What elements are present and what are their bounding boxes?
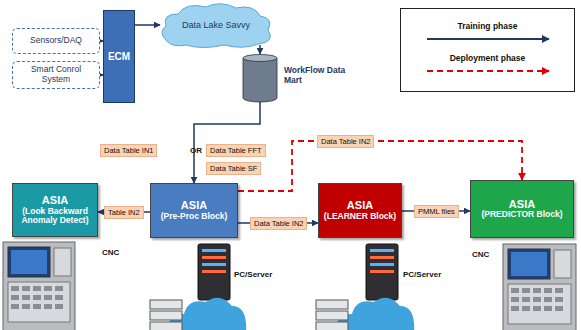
legend-sample [423, 33, 553, 45]
server-rack [150, 300, 182, 330]
node-title: WorkFlow Data Mart [284, 66, 348, 86]
process-box: ASIA(Look Backward Anomaly Detect) [12, 183, 98, 237]
source-box: Sensors/DAQ [12, 28, 100, 54]
data-tag: Data Table SF [206, 162, 261, 175]
training-arrow [135, 24, 160, 26]
device-label: CNC [102, 248, 119, 257]
node-title: ASIA [509, 198, 535, 211]
edge-label: Table IN2 [104, 206, 144, 219]
or-label: OR [190, 146, 202, 155]
legend-row: Training phase [401, 21, 574, 45]
database-shape [242, 54, 278, 102]
edge-label: Data Table IN2 [250, 217, 307, 230]
cnc-panel [3, 242, 75, 330]
node-title: Sensors/DAQ [30, 36, 82, 46]
legend-row: Deployment phase [401, 53, 574, 77]
node-title: Smart Conrol System [16, 65, 96, 85]
cnc-panel [503, 244, 576, 330]
process-box: ASIA(LEARNER Block) [318, 183, 402, 238]
legend-box: Training phaseDeployment phase [400, 8, 575, 92]
node-title: ECM [108, 51, 130, 63]
edge-label: Data Table IN2 [317, 135, 374, 148]
data-tag: Data Table IN1 [100, 144, 157, 157]
source-box: Smart Conrol System [12, 61, 100, 89]
process-box: ASIA(PREDICTOR Block) [470, 180, 574, 238]
server-tower [366, 244, 398, 300]
data-lake-cloud: Data Lake Savvy [158, 2, 274, 48]
process-box: ASIA(Pre-Proc Block) [150, 183, 238, 238]
node-subtitle: (LEARNER Block) [324, 212, 396, 222]
device-label: PC/Server [403, 270, 441, 279]
edge-label: PMML files [414, 205, 459, 218]
node-subtitle: (Look Backward Anomaly Detect) [17, 207, 93, 227]
device-label: PC/Server [234, 270, 272, 279]
legend-text: Training phase [458, 21, 518, 31]
node-subtitle: (PREDICTOR Block) [481, 210, 562, 220]
node-title: ASIA [42, 194, 68, 207]
legend-text: Deployment phase [450, 53, 526, 63]
node-title: ASIA [181, 199, 207, 212]
server-tower [198, 244, 230, 300]
server-rack [316, 300, 348, 330]
data-tag: Data Table FFT [206, 144, 266, 157]
ecm-box: ECM [103, 10, 135, 103]
node-subtitle: (Pre-Proc Block) [161, 212, 228, 222]
device-label: CNC [472, 250, 489, 259]
node-title: ASIA [347, 199, 373, 212]
legend-sample [423, 65, 553, 77]
training-arrow [259, 45, 261, 54]
database-cylinder: WorkFlow Data Mart [242, 54, 278, 102]
node-title: Data Lake Savvy [182, 20, 250, 30]
